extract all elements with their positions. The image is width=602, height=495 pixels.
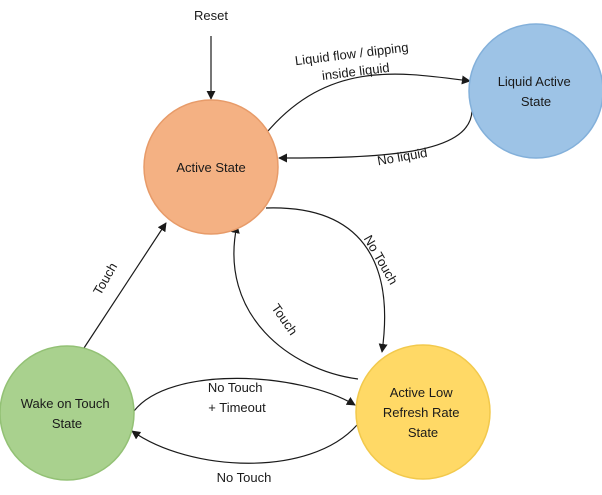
label-wake-to-low-line-2: + Timeout	[208, 400, 266, 415]
state-active-line-1: Active State	[176, 160, 245, 175]
edge-wake-to-low	[133, 377, 356, 412]
label-wake-to-low: No Touch + Timeout	[208, 380, 266, 415]
label-liquid-to-active: No liquid	[376, 145, 428, 169]
label-wake-to-active: Touch	[90, 260, 120, 298]
state-active: Active State	[143, 99, 279, 235]
edge-low-to-active	[230, 224, 359, 380]
edge-active-to-liquid	[267, 73, 471, 132]
state-low-refresh-circle	[355, 344, 491, 480]
label-low-to-wake: No Touch	[217, 470, 272, 485]
state-liquid-label: Liquid Active State	[498, 74, 575, 109]
state-liquid-line-1: Liquid Active	[498, 74, 571, 89]
state-active-circle	[143, 99, 279, 235]
edge-liquid-to-active	[278, 110, 473, 163]
state-liquid-circle	[468, 23, 602, 159]
state-wake-label: Wake on Touch State	[21, 396, 114, 431]
state-low-refresh-line-1: Active Low	[390, 385, 453, 400]
state-low-refresh-line-3: State	[408, 425, 438, 440]
state-low-refresh-label: Active Low Refresh Rate State	[383, 385, 463, 440]
state-low-refresh: Active Low Refresh Rate State	[355, 344, 491, 480]
state-liquid-line-2: State	[521, 94, 551, 109]
state-active-label: Active State	[176, 160, 245, 175]
edge-active-to-low	[265, 207, 388, 353]
label-low-to-active: Touch	[269, 301, 301, 338]
state-liquid: Liquid Active State	[468, 23, 602, 159]
state-wake-line-1: Wake on Touch	[21, 396, 110, 411]
state-wake-line-2: State	[52, 416, 82, 431]
label-active-to-liquid: Liquid flow / dipping inside liquid	[294, 39, 415, 86]
state-low-refresh-line-2: Refresh Rate	[383, 405, 460, 420]
label-reset: Reset	[194, 8, 228, 23]
label-wake-to-low-line-1: No Touch	[208, 380, 263, 395]
edge-wake-to-active	[83, 222, 167, 349]
state-wake-circle	[0, 345, 135, 481]
edge-low-to-wake	[131, 424, 358, 464]
state-wake: Wake on Touch State	[0, 345, 135, 481]
